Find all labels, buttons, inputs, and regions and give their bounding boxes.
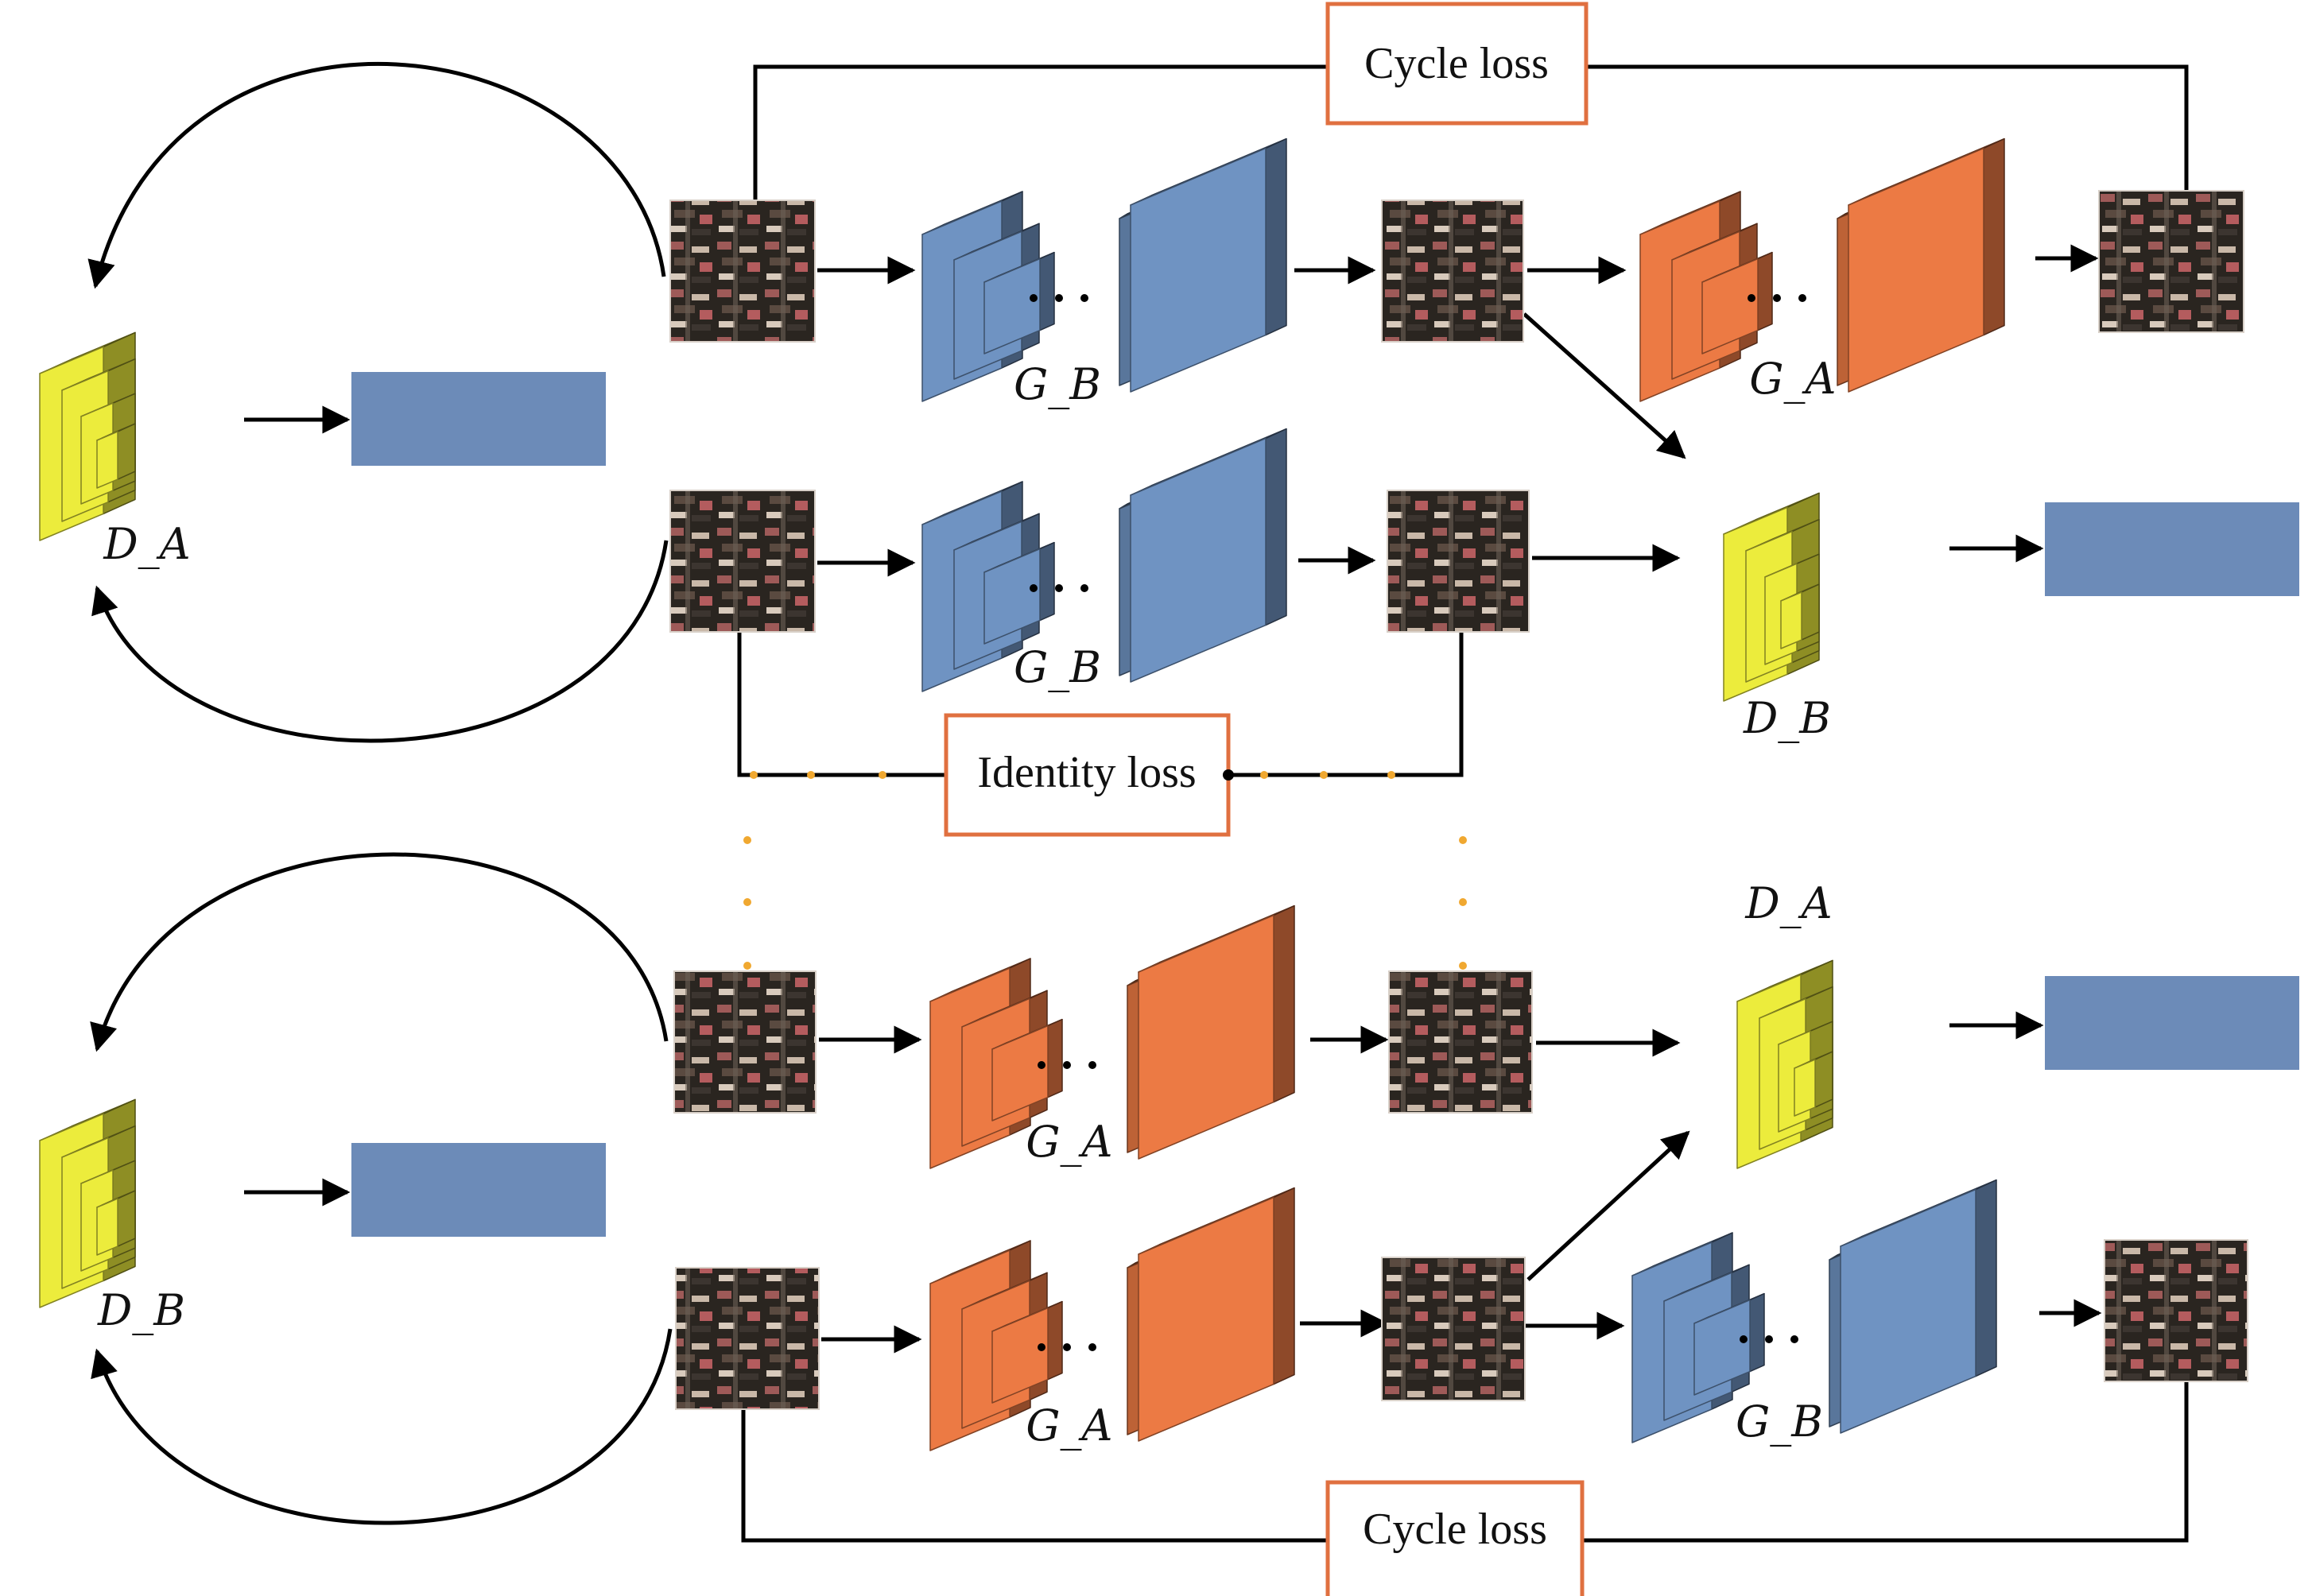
ellipsis-dot bbox=[1765, 1335, 1773, 1343]
output-block bbox=[351, 1143, 606, 1237]
encoder-block bbox=[1757, 251, 1773, 331]
image-tile bbox=[669, 200, 816, 343]
image-tile bbox=[1381, 1257, 1526, 1401]
cycle-loss-top-box bbox=[1325, 2, 1589, 126]
decoder-block bbox=[1265, 428, 1287, 626]
decoder-block bbox=[1130, 437, 1267, 683]
image-tile bbox=[673, 970, 817, 1114]
image-tiles bbox=[669, 190, 2248, 1410]
ellipsis-dot bbox=[1063, 1061, 1071, 1069]
discriminator-block bbox=[96, 431, 118, 489]
ellipsis-dot bbox=[1790, 1335, 1798, 1343]
ellipsis-dot bbox=[1080, 584, 1088, 592]
cycle-loss-top-label: Cycle loss bbox=[1364, 39, 1549, 88]
identity-loss-label: Identity loss bbox=[977, 748, 1196, 797]
d-a-right-label: D_A bbox=[1744, 878, 1832, 928]
identity-loss-junction bbox=[1223, 769, 1234, 781]
straight-arrows bbox=[244, 244, 2102, 1354]
decoder-block bbox=[1265, 138, 1287, 336]
cycle-loss-bottom-connector bbox=[741, 1380, 2189, 1543]
output-block bbox=[2045, 976, 2299, 1070]
cycle-loss-bottom-box bbox=[1325, 1480, 1585, 1596]
network-blocks bbox=[39, 138, 2005, 1451]
encoder-block bbox=[1693, 1299, 1751, 1396]
ellipsis-dot bbox=[1055, 294, 1063, 302]
ellipsis-dot bbox=[1038, 1061, 1045, 1069]
encoder-block bbox=[983, 258, 1041, 354]
output-blocks bbox=[351, 372, 2299, 1237]
discriminator-block bbox=[1794, 1059, 1816, 1117]
cycle-loss-top-connector bbox=[753, 64, 2189, 200]
ellipsis-dot bbox=[1088, 1343, 1096, 1351]
encoder-block bbox=[1749, 1292, 1765, 1373]
d-b-left-label: D_B bbox=[97, 1285, 185, 1335]
discriminator-block bbox=[1780, 591, 1802, 649]
ellipsis-dot bbox=[1773, 294, 1781, 302]
decoder-block bbox=[1983, 138, 2005, 336]
ellipsis-dot bbox=[1030, 584, 1038, 592]
discriminator-block bbox=[1814, 1051, 1833, 1108]
gen-row1-left-label: G_B bbox=[1014, 359, 1101, 409]
curved-arrows bbox=[87, 62, 673, 1525]
discriminator-block bbox=[1801, 583, 1820, 641]
ellipsis-dot bbox=[1088, 1061, 1096, 1069]
ellipsis-dot bbox=[1055, 584, 1063, 592]
encoder-block bbox=[1047, 1018, 1063, 1098]
ellipsis-dot bbox=[1740, 1335, 1748, 1343]
ellipsis-dot bbox=[1798, 294, 1806, 302]
image-tile bbox=[1381, 200, 1524, 343]
encoder-block bbox=[1047, 1300, 1063, 1381]
gen-row2-label: G_B bbox=[1014, 642, 1101, 692]
d-b-right-label: D_B bbox=[1743, 693, 1831, 743]
dotted-guide bbox=[743, 771, 1467, 970]
image-tile bbox=[2104, 1239, 2248, 1382]
encoder-block bbox=[983, 548, 1041, 645]
encoder-block bbox=[991, 1307, 1049, 1404]
curve-to-d-b-bottom bbox=[91, 1328, 673, 1525]
output-block bbox=[351, 372, 606, 466]
curve-to-d-b-top bbox=[90, 852, 669, 1052]
decoder-block bbox=[1848, 147, 1984, 393]
output-block bbox=[2045, 502, 2299, 596]
loss-boxes bbox=[944, 2, 1589, 1596]
curve-to-d-a-top bbox=[87, 62, 666, 289]
gen-row1-right-label: G_A bbox=[1749, 354, 1836, 404]
ellipsis-dot bbox=[1748, 294, 1755, 302]
ellipsis-dot bbox=[1080, 294, 1088, 302]
encoder-block bbox=[1701, 258, 1759, 354]
cycle-loss-bottom-label: Cycle loss bbox=[1363, 1505, 1547, 1554]
decoder-block bbox=[1840, 1188, 1976, 1434]
gen-row3-label: G_A bbox=[1026, 1117, 1112, 1167]
gen-row4-left-label: G_A bbox=[1026, 1400, 1112, 1451]
image-tile bbox=[669, 490, 816, 633]
decoder-block bbox=[1138, 1196, 1274, 1442]
encoder-block bbox=[1039, 541, 1055, 622]
decoder-block bbox=[1975, 1179, 1997, 1377]
d-a-left-label: D_A bbox=[103, 519, 190, 569]
discriminator-block bbox=[96, 1198, 118, 1256]
image-tile bbox=[1387, 490, 1530, 633]
encoder-block bbox=[991, 1025, 1049, 1121]
image-tile bbox=[2098, 190, 2244, 333]
decoder-block bbox=[1130, 147, 1267, 393]
encoder-block bbox=[1039, 251, 1055, 331]
gen-row4-right-label: G_B bbox=[1736, 1396, 1823, 1447]
discriminator-block bbox=[117, 1190, 136, 1247]
image-tile bbox=[675, 1267, 820, 1410]
decoder-block bbox=[1273, 1187, 1295, 1385]
ellipsis-dot bbox=[1063, 1343, 1071, 1351]
ellipsis-dot bbox=[1038, 1343, 1045, 1351]
discriminator-block bbox=[117, 423, 136, 480]
decoder-block bbox=[1273, 905, 1295, 1103]
decoder-block bbox=[1138, 914, 1274, 1160]
identity-loss-connector bbox=[737, 632, 1464, 777]
ellipsis-dot bbox=[1030, 294, 1038, 302]
image-tile bbox=[1388, 970, 1533, 1114]
curve-to-d-a-bottom bbox=[91, 540, 669, 743]
